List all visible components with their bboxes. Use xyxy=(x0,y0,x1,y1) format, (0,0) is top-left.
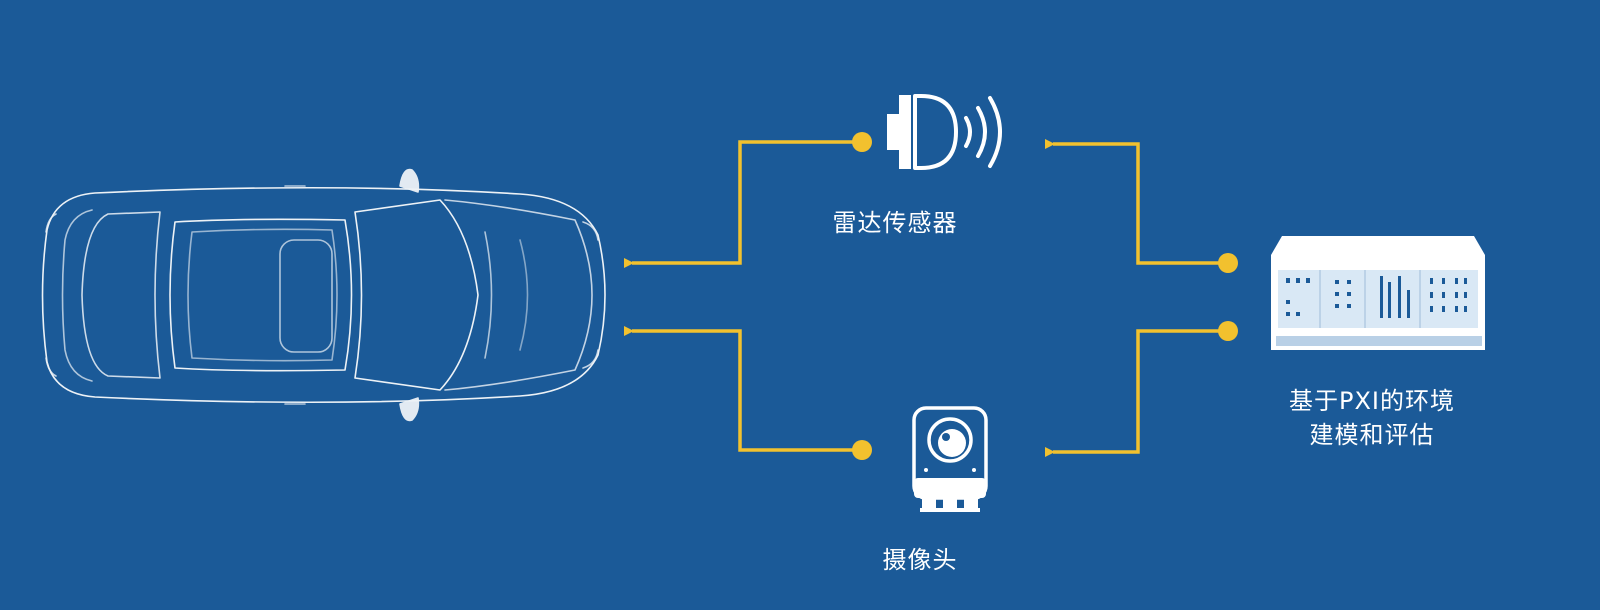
camera-label: 摄像头 xyxy=(882,546,958,574)
connector-dot-pxi-top xyxy=(1218,253,1238,273)
pxi-environment-label: 基于PXI的环境 建模和评估 xyxy=(1262,384,1482,452)
car-outline-icon xyxy=(41,168,606,422)
radar-sensor-icon xyxy=(887,94,1002,170)
connector-camera-to-car xyxy=(624,326,862,452)
pxi-label-line1: 基于PXI的环境 xyxy=(1289,387,1455,415)
pxi-label-line2: 建模和评估 xyxy=(1309,421,1435,449)
connector-dot-pxi-bottom xyxy=(1218,321,1238,341)
connector-radar-to-car xyxy=(624,140,862,268)
connector-pxi-to-camera xyxy=(1045,329,1228,457)
radar-sensor-label: 雷达传感器 xyxy=(832,209,958,237)
camera-icon xyxy=(912,406,988,512)
connector-dot-camera xyxy=(852,440,872,460)
pxi-chassis-icon xyxy=(1271,236,1485,350)
connector-pxi-to-radar xyxy=(1045,139,1228,265)
connector-dot-radar xyxy=(852,132,872,152)
